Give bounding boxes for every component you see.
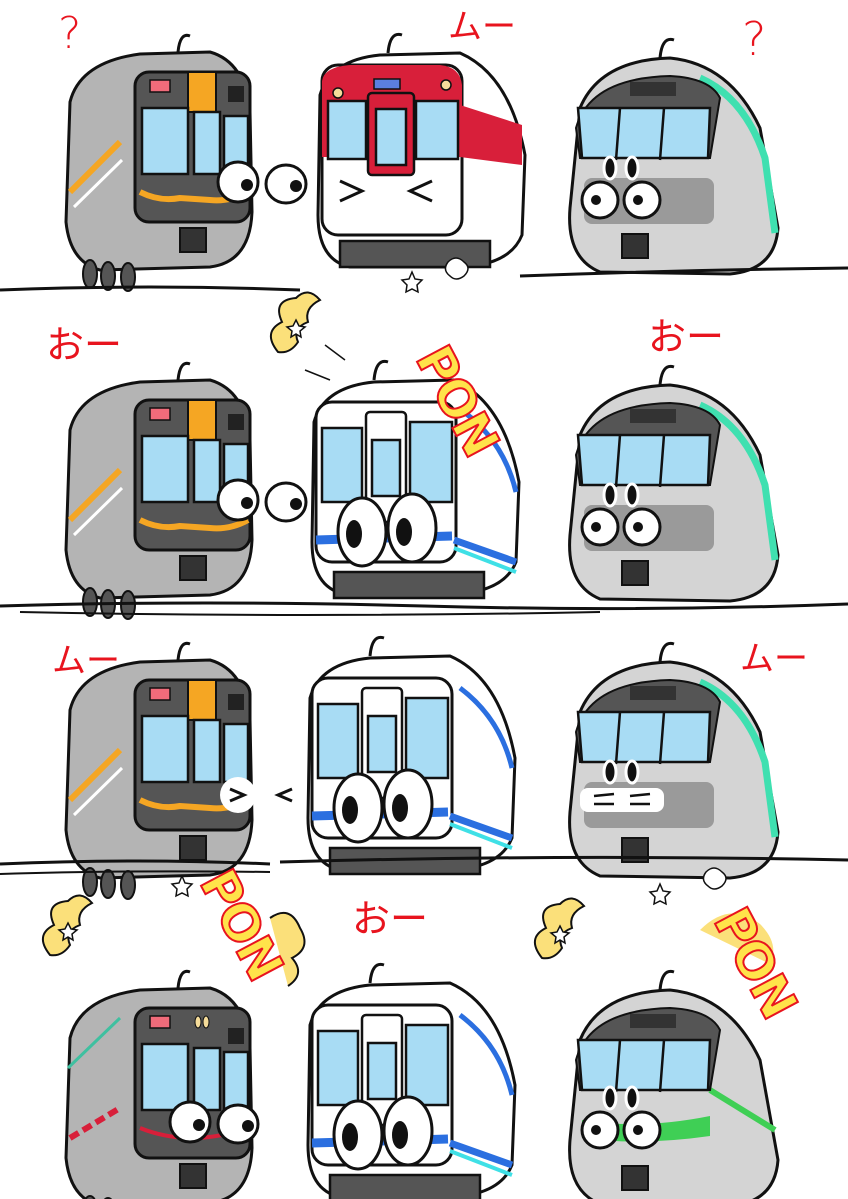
train-red-stripe-p4 [64, 969, 260, 1199]
train-blue-p3 [308, 637, 515, 874]
train-teal-p2 [570, 366, 778, 601]
panel-2 [0, 291, 848, 619]
panel-3 [0, 637, 848, 899]
caption-p1-center: ムー [448, 7, 516, 47]
caption-p4-center: おー [352, 897, 429, 941]
caption-p3-right: ムー [740, 639, 808, 679]
panel-1 [0, 34, 848, 292]
train-red-p1 [316, 32, 527, 269]
caption-p2-right: おー [648, 315, 725, 359]
caption-p3-left: ムー [52, 641, 120, 681]
train-green-p4 [568, 969, 780, 1199]
train-blue-p4 [308, 964, 515, 1199]
train-orange-p2 [66, 363, 308, 619]
caption-p1-right: ? [742, 12, 767, 66]
caption-p2-left: おー [46, 323, 123, 367]
train-orange-p1 [66, 35, 308, 291]
train-teal-p1 [570, 39, 778, 274]
caption-p1-left: ? [58, 8, 82, 59]
